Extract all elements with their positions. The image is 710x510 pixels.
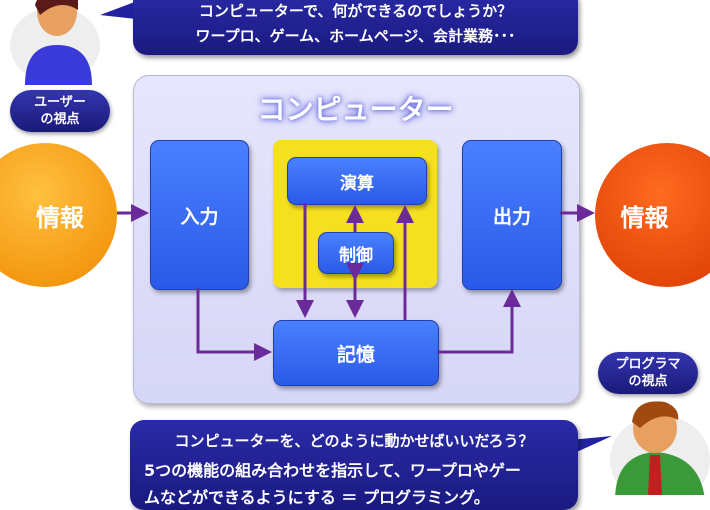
user-avatar (10, 0, 100, 85)
programmer-label-line1: プログラマ (615, 357, 681, 372)
output-box: 出力 (462, 140, 562, 290)
info-right-circle: 情報 (595, 143, 710, 287)
input-box: 入力 (150, 140, 249, 290)
bottom-bubble-line1: コンピューターを、どのように動かせばいいだろう？ (174, 432, 534, 450)
programmer-label-line2: の視点 (628, 374, 668, 389)
control-box: 制御 (318, 232, 394, 274)
top-bubble-line1: コンピューターで、何ができるのでしょうか？ (198, 2, 513, 20)
compute-box: 演算 (287, 157, 427, 205)
bottom-bubble-line2: 5つの機能の組み合わせを指示して、ワープロやゲー (144, 461, 521, 480)
top-bubble-line2: ワープロ、ゲーム、ホームページ、会計業務･･･ (195, 27, 516, 45)
computer-title: コンピューター (257, 93, 454, 126)
info-left-circle: 情報 (0, 143, 117, 287)
user-label-line2: の視点 (40, 112, 80, 127)
user-viewpoint-label: ユーザーの視点 (10, 90, 110, 132)
bottom-speech-bubble: コンピューターを、どのように動かせばいいだろう？ 5つの機能の組み合わせを指示し… (130, 420, 578, 510)
user-label-line1: ユーザー (34, 95, 86, 110)
user-avatar-svg (10, 0, 710, 495)
memory-box: 記憶 (273, 320, 439, 386)
programmer-viewpoint-label: プログラマの視点 (598, 352, 698, 394)
top-speech-bubble: コンピューターで、何ができるのでしょうか？ ワープロ、ゲーム、ホームページ、会計… (133, 0, 578, 55)
info-right-label: 情報 (620, 203, 669, 232)
programmer-avatar (610, 401, 710, 495)
info-left-label: 情報 (36, 203, 84, 232)
bottom-bubble-line3: ムなどができるようにする ＝ プログラミング。 (144, 488, 490, 507)
